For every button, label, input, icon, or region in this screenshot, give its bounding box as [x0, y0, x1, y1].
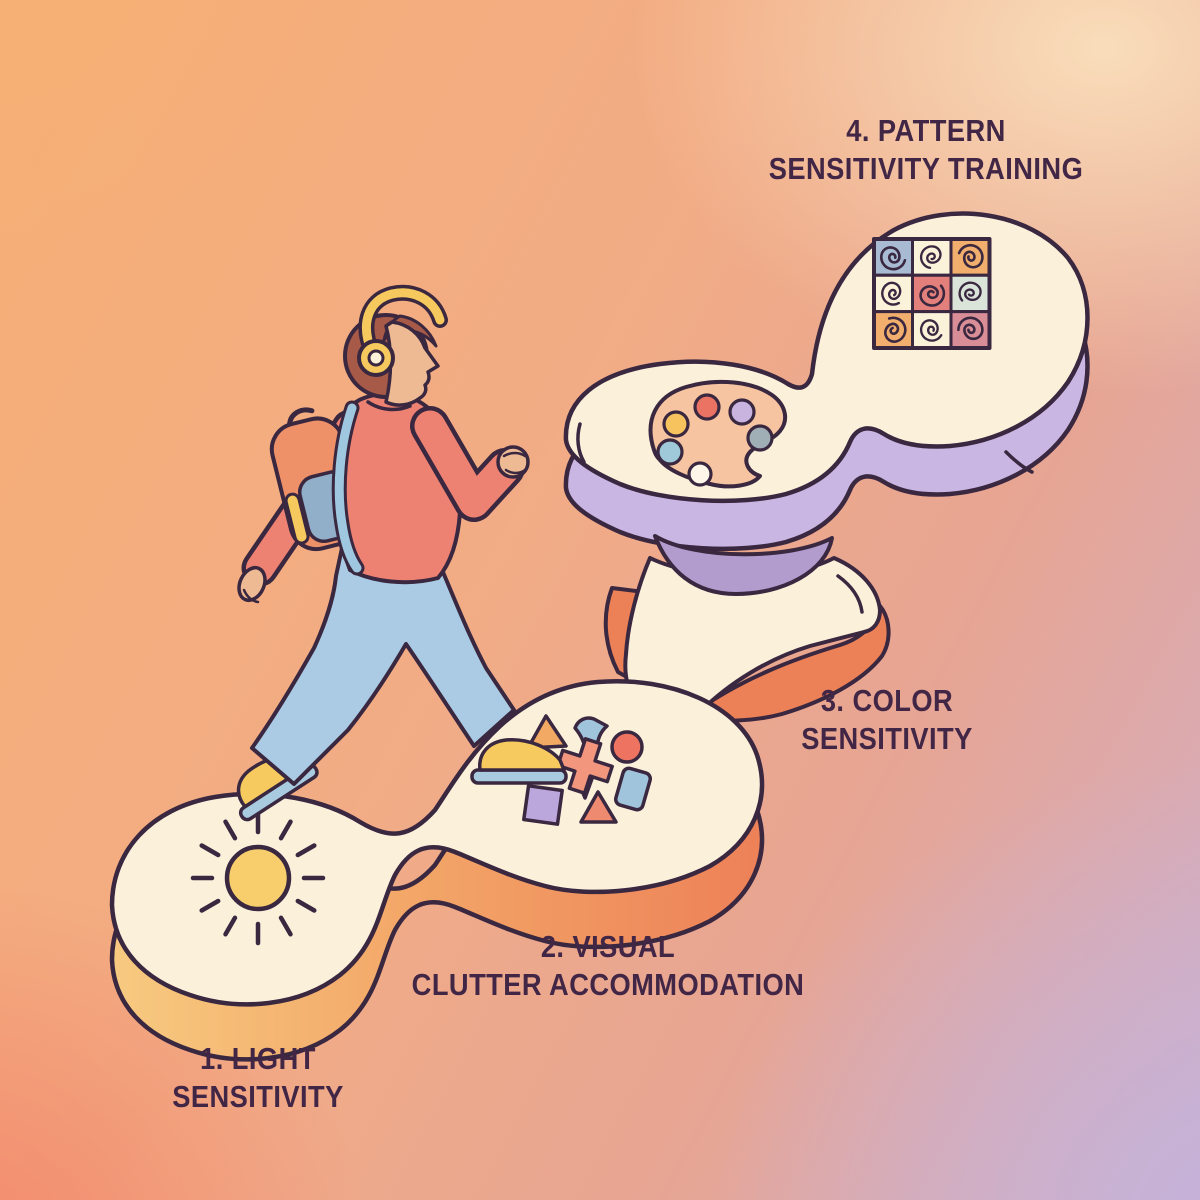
platform-upper-dumbbell [563, 211, 1090, 552]
face [384, 320, 440, 407]
front-arm [414, 410, 521, 518]
collar-line [366, 400, 412, 412]
step-3-label: 3. COLOR SENSITIVITY [801, 682, 973, 758]
headphone-band [362, 288, 445, 357]
contour-accent [836, 574, 864, 614]
spiral-pattern-grid-icon [872, 237, 992, 350]
paint-dot [728, 398, 756, 426]
grid-cell [949, 273, 991, 314]
grid-cell [911, 310, 953, 350]
fist-knuckles [502, 451, 527, 475]
step-2-label-line2: CLUTTER ACCOMMODATION [411, 967, 805, 1002]
front-shoe-body [478, 738, 566, 772]
clutter-circle [610, 730, 644, 764]
grid-border [872, 237, 992, 350]
contour-accent [1004, 450, 1034, 474]
step-4-label-line1: 4. PATTERN [846, 113, 1006, 148]
scattered-shapes-icon [522, 714, 653, 826]
clutter-triangle [526, 714, 568, 750]
paint-dot [746, 424, 774, 452]
step-4-label-line2: SENSITIVITY TRAINING [768, 151, 1084, 186]
backpack-handle [287, 407, 315, 428]
riser-right-side [693, 604, 891, 723]
far-hand-fingers [242, 588, 260, 604]
sun-core [224, 844, 292, 912]
riser-step2-to-step3 [603, 534, 891, 723]
sun-rays [190, 810, 326, 946]
front-shoe [470, 738, 568, 785]
step-2-label: 2. VISUAL CLUTTER ACCOMMODATION [412, 928, 805, 1004]
step-1-label-line1: 1. LIGHT [200, 1041, 316, 1076]
grid-cell [911, 237, 953, 277]
sun-icon [190, 810, 326, 946]
backpack-side-strip [284, 492, 310, 545]
backpack-strap [334, 403, 362, 573]
step-4-label: 4. PATTERN SENSITIVITY TRAINING [769, 112, 1083, 188]
clutter-cross [556, 737, 614, 795]
paint-dot [693, 393, 721, 421]
grid-cell [872, 273, 914, 314]
walking-person [236, 284, 568, 822]
step-1-label: 1. LIGHT SENSITIVITY [172, 1040, 344, 1116]
palette-thumb-hole [687, 461, 713, 487]
paint-dot [656, 438, 684, 466]
step-3-label-line1: 3. COLOR [820, 683, 954, 718]
trousers [250, 546, 516, 786]
headphone-pad [367, 349, 385, 367]
step-2-label-line1: 2. VISUAL [540, 929, 676, 964]
step-3-label-line2: SENSITIVITY [801, 721, 973, 756]
platform-3-under-shadow [653, 534, 834, 596]
clutter-ribbon [573, 716, 609, 755]
clutter-square [522, 784, 564, 826]
clutter-rounded-rect [613, 766, 653, 812]
step-1-label-line2: SENSITIVITY [172, 1079, 344, 1114]
front-shoe-sole [470, 768, 568, 785]
paint-palette-icon [648, 379, 788, 489]
contour-accent [576, 422, 586, 464]
paint-dot [662, 410, 690, 438]
clutter-triangle [579, 790, 618, 824]
